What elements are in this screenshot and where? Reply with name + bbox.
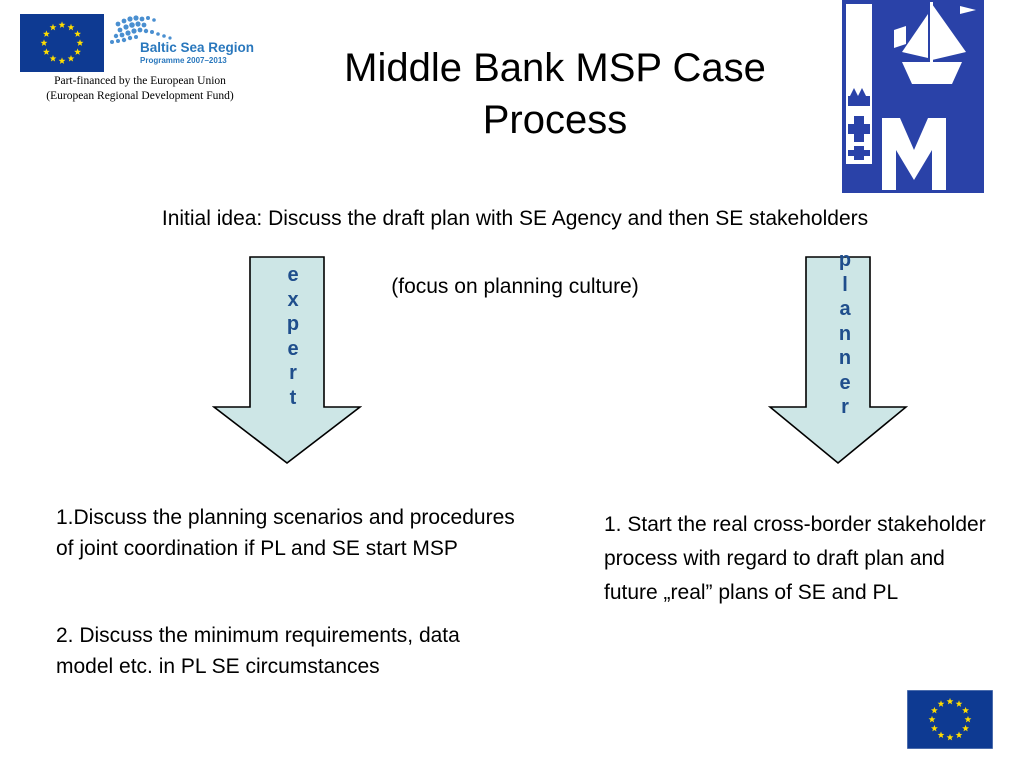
- planner-letter: l: [842, 273, 848, 296]
- eu-star-icon: [67, 54, 75, 62]
- eu-star-icon: [49, 23, 57, 31]
- expert-letter: r: [289, 362, 297, 384]
- eu-star-icon: [937, 731, 945, 738]
- slide-title: Middle Bank MSP Case Process: [280, 42, 830, 146]
- eu-flag-icon: [20, 14, 104, 72]
- planner-letter: n: [838, 322, 852, 345]
- expert-label: e x p e r t: [278, 263, 308, 410]
- down-arrow-icon: [768, 256, 908, 465]
- intro-subtext: (focus on planning culture): [391, 275, 639, 298]
- eu-star-icon: [74, 30, 82, 37]
- eu-star-icon: [74, 48, 82, 55]
- expert-letter: t: [289, 386, 297, 409]
- planner-label: p l a n n e r: [830, 248, 860, 420]
- eu-star-icon: [962, 724, 970, 732]
- expert-letter: e: [287, 264, 299, 286]
- expert-letter: x: [287, 288, 299, 311]
- eu-star-icon: [928, 715, 936, 723]
- bsr-name: Baltic Sea Region: [140, 40, 255, 55]
- baltic-sea-region-logo: [110, 15, 172, 44]
- financing-line-2: (European Regional Development Fund): [46, 90, 234, 102]
- down-arrow-icon: [212, 256, 362, 465]
- eu-star-icon: [946, 697, 954, 705]
- financing-line-1: Part-financed by the European Union: [54, 75, 226, 87]
- eu-star-icon: [42, 48, 50, 55]
- bsr-programme: Programme 2007–2013: [140, 56, 227, 65]
- eu-star-icon: [946, 733, 954, 741]
- eu-flag-icon: [907, 690, 993, 749]
- planner-letter: n: [838, 347, 852, 369]
- left-item-1: 1.Discuss the planning scenarios and pro…: [56, 506, 515, 560]
- planner-letter: e: [839, 371, 851, 394]
- expert-letter: e: [287, 337, 299, 360]
- title-line-1: Middle Bank MSP Case: [344, 46, 766, 90]
- expert-letter: p: [286, 313, 300, 335]
- planner-letter: a: [839, 298, 851, 320]
- financing-note: Part-financed by the European Union (Eur…: [10, 74, 270, 104]
- eu-star-icon: [76, 39, 84, 46]
- eu-star-icon: [955, 731, 963, 738]
- eu-star-icon: [962, 706, 970, 714]
- intro-text: Initial idea: Discuss the draft plan wit…: [161, 207, 869, 230]
- right-item-1: 1. Start the real cross-border stakehold…: [604, 513, 986, 604]
- eu-star-icon: [67, 23, 75, 31]
- title-line-2: Process: [482, 98, 628, 142]
- eu-star-icon: [955, 700, 963, 707]
- planner-letter: p: [838, 249, 852, 271]
- eu-star-icon: [930, 724, 938, 732]
- eu-star-icon: [42, 30, 50, 37]
- eu-star-icon: [930, 706, 938, 714]
- eu-star-icon: [58, 21, 66, 28]
- eu-star-icon: [49, 54, 57, 62]
- left-item-2: 2. Discuss the minimum requirements, dat…: [56, 624, 460, 678]
- ship-m-logo-icon: [842, 0, 984, 193]
- eu-star-icon: [58, 57, 66, 64]
- eu-star-icon: [937, 700, 945, 707]
- planner-letter: r: [841, 396, 849, 418]
- eu-star-icon: [40, 39, 48, 46]
- eu-star-icon: [964, 715, 972, 723]
